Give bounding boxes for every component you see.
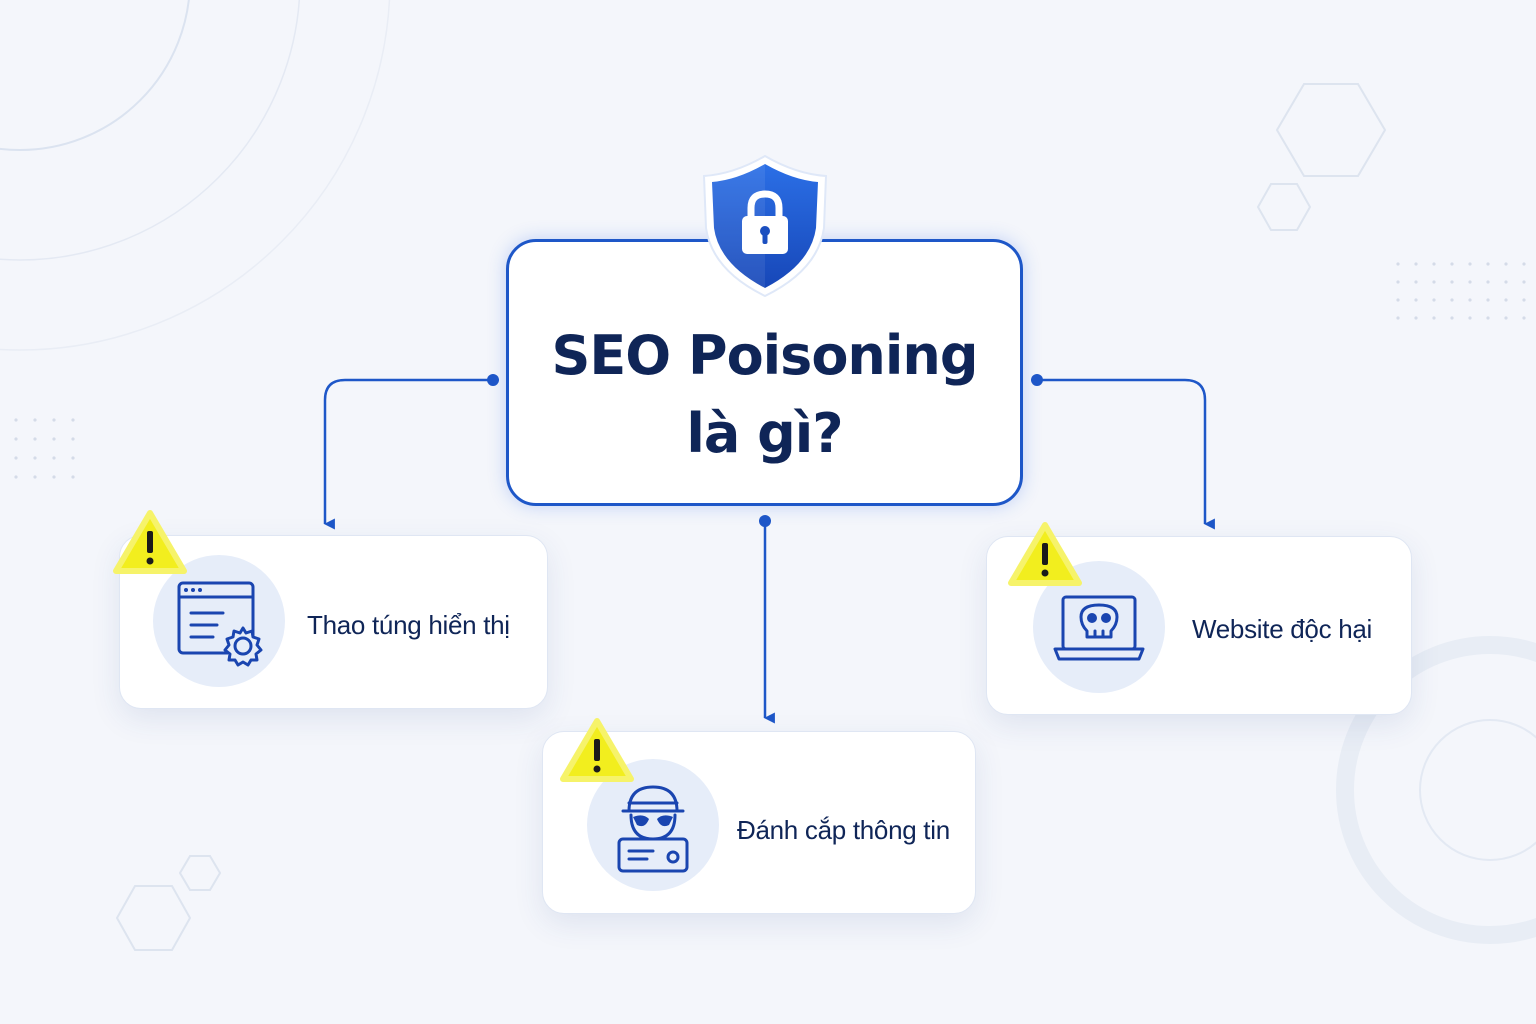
decor-dot [14,418,18,422]
decor-dot [1504,262,1508,266]
decor-dot [1468,262,1472,266]
decor-dot [14,437,18,441]
node-label-center: Đánh cắp thông tin [737,815,950,845]
connector-left [323,378,493,530]
decor-dot [71,475,75,479]
decor-dot [1504,298,1508,302]
decor-dot [1414,262,1418,266]
decor-dot [1432,298,1436,302]
browser-gear-icon [177,581,263,667]
decor-dot [1522,298,1526,302]
shield-lock-icon [702,154,828,298]
decor-dot [1396,262,1400,266]
decor-dot [52,456,56,460]
decor-dot [1396,298,1400,302]
decor-dot [1504,280,1508,284]
decor-dot [33,437,37,441]
decor-dot [1486,262,1490,266]
decor-dot [1468,316,1472,320]
decor-dot [14,456,18,460]
decor-dot [1486,298,1490,302]
decor-dot [71,456,75,460]
hacker-card-icon [617,785,689,873]
warning-triangle-icon-center [560,718,634,782]
decor-dot [52,437,56,441]
decor-dot [1522,280,1526,284]
decor-dot [71,437,75,441]
decor-dot [1450,262,1454,266]
decor-dot [1432,316,1436,320]
decor-dot [52,475,56,479]
decor-dot [71,418,75,422]
decor-dot [33,475,37,479]
node-card-left: Thao túng hiển thị [119,535,548,709]
title-line-2: là gì? [686,402,843,465]
decor-dot [1432,280,1436,284]
decor-dot [52,418,56,422]
node-label-right: Website độc hại [1192,614,1373,644]
decor-dot [1486,316,1490,320]
warning-triangle-icon-right [1008,522,1082,586]
decor-dot [1432,262,1436,266]
decor-dot [1450,316,1454,320]
connector-right-dot [1031,374,1043,386]
decor-dot [1468,298,1472,302]
decor-dot [1414,280,1418,284]
decor-dot [1414,298,1418,302]
decor-dot [1450,298,1454,302]
decor-dot [1522,262,1526,266]
decor-dot [1414,316,1418,320]
title-line-1: SEO Poisoning [551,324,979,387]
connector-center-dot [759,515,771,527]
decor-dot [1522,316,1526,320]
connector-left-dot [487,374,499,386]
decor-dot [1450,280,1454,284]
icon-circle-left [153,555,285,687]
decor-dot [1396,280,1400,284]
decor-dot [1396,316,1400,320]
decor-dot [33,456,37,460]
warning-triangle-icon-left [113,510,187,574]
laptop-skull-icon [1053,595,1145,661]
decor-dot [1486,280,1490,284]
decor-dot [1504,316,1508,320]
decor-dot [1468,280,1472,284]
node-label-left: Thao túng hiển thị [307,610,510,640]
decor-dot [14,475,18,479]
decor-dot [33,418,37,422]
connector-right [1037,378,1215,530]
